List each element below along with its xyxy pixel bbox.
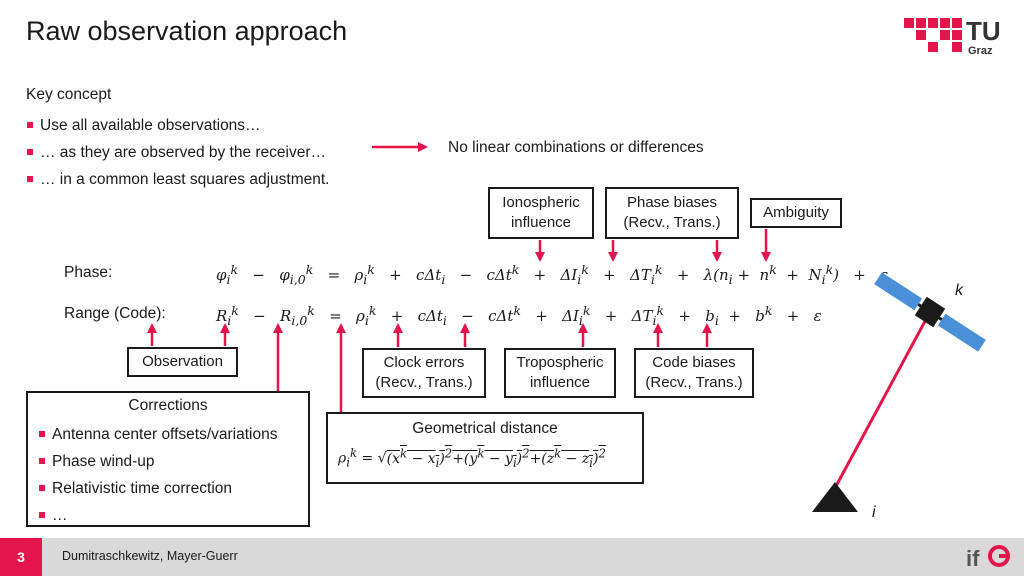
clock-errors-line-2: (Recv., Trans.) — [375, 374, 473, 391]
arrow-note: No linear combinations or differences — [448, 139, 704, 156]
ionospheric-line-2: influence — [510, 214, 572, 231]
corrections-heading: Corrections — [128, 397, 208, 414]
ionospheric-line-1: Ionospheric — [502, 194, 580, 211]
corrections-list: Antenna center offsets/variations Phase … — [38, 421, 308, 529]
ambiguity-box: Ambiguity — [750, 198, 842, 228]
ambiguity-label: Ambiguity — [763, 204, 829, 221]
code-biases-box: Code biases (Recv., Trans.) — [634, 348, 754, 398]
range-equation: Rik − Ri,0k = ρik + cΔti − cΔtk + ΔIik +… — [216, 303, 822, 328]
ionospheric-box: Ionospheric influence — [488, 187, 594, 239]
svg-text:TU: TU — [966, 16, 1001, 46]
corrections-box: Corrections Antenna center offsets/varia… — [26, 391, 310, 527]
observation-label: Observation — [142, 353, 223, 370]
clock-errors-box: Clock errors (Recv., Trans.) — [362, 348, 486, 398]
observation-box: Observation — [127, 347, 238, 377]
tu-graz-logo: TU Graz — [904, 16, 1001, 57]
code-biases-line-2: (Recv., Trans.) — [645, 374, 743, 391]
ifg-logo: if — [966, 545, 1010, 571]
correction-item: Antenna center offsets/variations — [38, 421, 308, 448]
tropospheric-line-1: Tropospheric — [516, 354, 604, 371]
geometrical-distance-formula: ρik = √(xk − xi)2+(yk − yi)2+(zk − zi)2 — [338, 446, 606, 470]
tropospheric-box: Tropospheric influence — [504, 348, 616, 398]
svg-text:Graz: Graz — [968, 45, 993, 57]
clock-errors-line-1: Clock errors — [383, 354, 465, 371]
correction-item: Phase wind-up — [38, 448, 308, 475]
footer-bar — [0, 538, 1024, 576]
satellite-label: k — [955, 282, 963, 299]
geometrical-distance-box: Geometrical distance ρik = √(xk − xi)2+(… — [326, 412, 644, 484]
receiver-icon — [812, 482, 858, 512]
phase-equation: φik − φi,0k = ρik + cΔti − cΔtk + ΔIik +… — [216, 262, 889, 287]
footer-authors: Dumitraschkewitz, Mayer-Guerr — [62, 549, 238, 563]
key-concept-list: Use all available observations… … as the… — [26, 112, 329, 193]
correction-item: … — [38, 502, 308, 529]
geometrical-distance-heading: Geometrical distance — [412, 420, 558, 437]
satellite-icon — [874, 272, 986, 352]
line-of-sight — [833, 311, 932, 489]
phase-biases-box: Phase biases (Recv., Trans.) — [605, 187, 739, 239]
range-label: Range (Code): — [64, 305, 166, 322]
bullet-item: … in a common least squares adjustment. — [26, 166, 329, 193]
bullet-item: … as they are observed by the receiver… — [26, 139, 329, 166]
phase-label: Phase: — [64, 264, 113, 281]
slide-title: Raw observation approach — [26, 16, 348, 46]
correction-item: Relativistic time correction — [38, 475, 308, 502]
page-number: 3 — [0, 538, 42, 576]
tropospheric-line-2: influence — [529, 374, 591, 391]
phase-biases-line-1: Phase biases — [626, 194, 718, 211]
phase-biases-line-2: (Recv., Trans.) — [623, 214, 721, 231]
key-concept-heading: Key concept — [26, 86, 112, 103]
code-biases-line-1: Code biases — [652, 354, 736, 371]
svg-text:if: if — [966, 546, 980, 571]
receiver-label: i — [872, 504, 876, 521]
bullet-item: Use all available observations… — [26, 112, 329, 139]
